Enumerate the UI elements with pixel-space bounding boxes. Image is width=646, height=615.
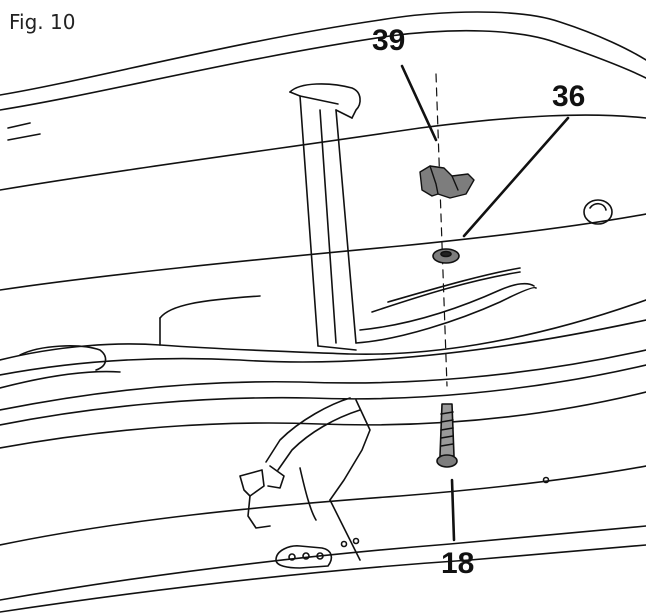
washer-36 xyxy=(432,248,460,264)
lid-support-arm xyxy=(289,83,537,351)
leader-line-39 xyxy=(400,64,438,142)
figure-label: Fig. 10 xyxy=(9,10,76,34)
assembly-axis xyxy=(435,73,448,387)
leader-line-36 xyxy=(462,116,570,238)
lid-knob xyxy=(542,199,613,484)
wing-nut-39 xyxy=(419,165,475,199)
bolt-18 xyxy=(436,403,458,468)
callout-18: 18 xyxy=(441,547,475,580)
hinge-plate xyxy=(275,537,360,569)
callout-39: 39 xyxy=(372,24,406,57)
leader-line-18 xyxy=(450,478,456,542)
callout-36: 36 xyxy=(552,80,586,113)
lid-outline xyxy=(0,11,646,613)
lock-mechanism xyxy=(239,397,371,561)
